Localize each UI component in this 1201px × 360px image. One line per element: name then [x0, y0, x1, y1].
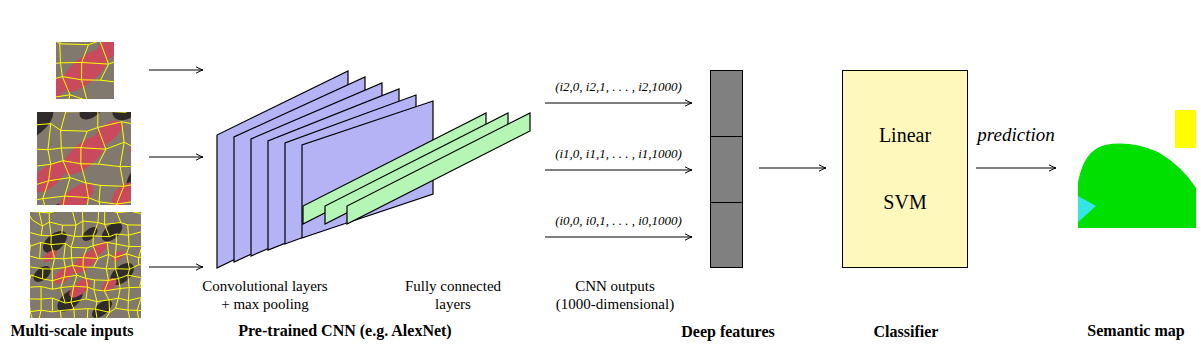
map-region [1078, 196, 1096, 222]
image-scene [56, 42, 114, 99]
red-surface [41, 248, 58, 264]
map-region [1078, 144, 1196, 228]
layer-caption: CNN outputs (1000-dimensional) [555, 277, 676, 313]
red-surface [99, 275, 119, 294]
diagram-block: Semantic map [1070, 108, 1196, 230]
dark-surface [56, 42, 59, 62]
red-surface [108, 178, 131, 205]
map-region [1175, 110, 1196, 148]
diagram-block: Multi-scale inputs [28, 40, 146, 320]
block-heading: Semantic map [1087, 322, 1184, 340]
block-heading: Pre-trained CNN (e.g. AlexNet) [238, 322, 451, 340]
classifier-name: Linear SVM [878, 102, 933, 236]
superpixel-grid [37, 112, 131, 205]
edge-label: (i1,0, i1,1, . . . , i1,1000) [553, 146, 684, 162]
arrow-connector [149, 67, 203, 73]
image-scene [37, 112, 131, 205]
vector-divider [711, 136, 742, 137]
semantic-map-image [1078, 110, 1196, 228]
arrow-connector [545, 100, 692, 106]
image-ground [30, 212, 141, 318]
edge-label: (i0,0, i0,1, . . . , i0,1000) [553, 213, 684, 229]
block-heading: Classifier [874, 323, 939, 341]
arrow-connector [545, 234, 692, 240]
arrow-connector [976, 165, 1056, 171]
classifier-box: Linear SVMClassifier [842, 70, 968, 268]
arrow-connector [149, 264, 203, 270]
layer-caption: Fully connected layers [404, 277, 503, 313]
superpixel-grid [56, 42, 114, 99]
vector-divider [711, 202, 742, 203]
red-surface [91, 42, 114, 65]
arrow-connector [759, 165, 826, 171]
image-scene [30, 212, 141, 318]
input-images [0, 0, 231, 336]
edge-label: (i2,0, i2,1, . . . , i2,1000) [553, 79, 684, 95]
dark-surface [30, 263, 53, 285]
layer-caption: Convolutional layers + max pooling [201, 277, 329, 313]
red-surface [89, 116, 126, 151]
feature-vector: Deep features [710, 70, 743, 268]
input-image [56, 42, 114, 99]
red-surface [37, 131, 39, 159]
arrow-connector [545, 167, 692, 173]
edge-label: prediction [975, 123, 1056, 146]
input-image [37, 112, 131, 205]
red-surface [56, 94, 101, 99]
block-heading: Multi-scale inputs [10, 322, 133, 340]
red-surface [52, 177, 99, 205]
superpixel-grid [30, 212, 141, 318]
red-surface [110, 95, 114, 99]
input-image [30, 212, 141, 318]
red-surface [88, 239, 110, 260]
diagram-block: Pre-trained CNN (e.g. AlexNet) [207, 62, 540, 274]
dark-surface [75, 112, 109, 124]
cnn-layers [217, 71, 530, 268]
fc-layer [347, 113, 530, 224]
arrow-connector [149, 154, 203, 160]
block-heading: Deep features [681, 323, 774, 341]
